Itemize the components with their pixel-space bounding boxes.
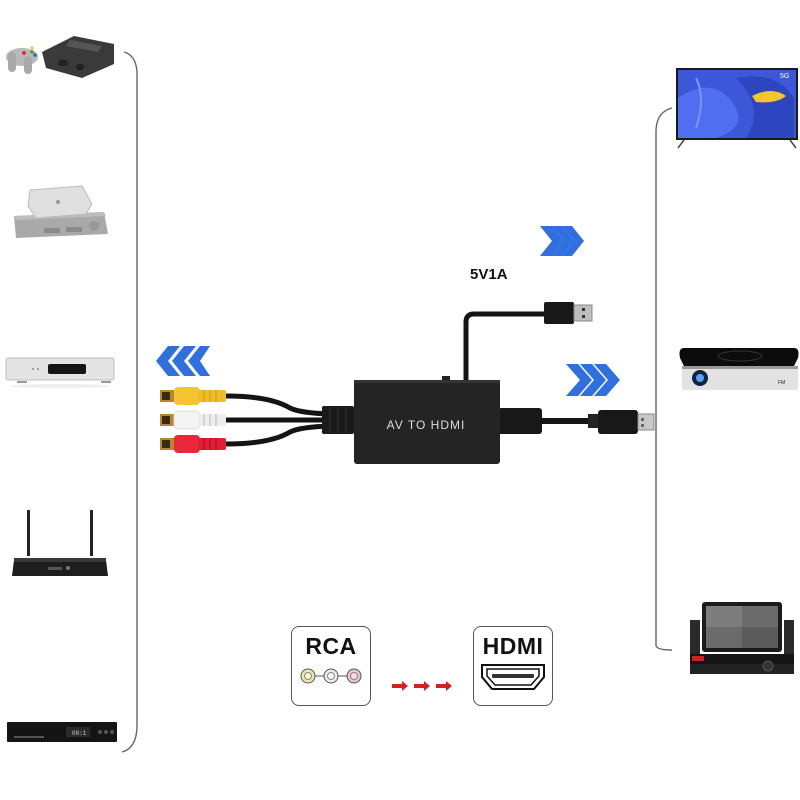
rca-plug-red	[160, 435, 226, 453]
svg-text:5G: 5G	[780, 73, 789, 80]
svg-text:FM: FM	[778, 380, 785, 386]
usb-plug-metal	[573, 304, 593, 322]
television-icon: 5G	[676, 68, 798, 149]
hdmi-plug-housing	[598, 410, 638, 434]
playstation-console-icon	[14, 185, 108, 238]
rca-plug-yellow	[160, 387, 226, 405]
usb-plug-housing	[544, 302, 574, 324]
wifi-set-top-box-icon	[12, 510, 108, 576]
chevron-right-icon	[566, 364, 620, 396]
rca-legend-box: RCA	[291, 626, 371, 706]
rca-cable-red	[225, 423, 331, 447]
rca-jacks-icon	[300, 668, 362, 684]
set-top-receiver-icon: 00:1	[7, 722, 117, 742]
hdmi-legend-box: HDMI	[473, 626, 553, 706]
rca-legend-title: RCA	[305, 633, 357, 659]
hdmi-strain-relief	[498, 408, 542, 434]
hdmi-plug-metal	[637, 413, 655, 431]
chevron-right-icon	[540, 226, 584, 256]
usb-cable	[463, 311, 546, 380]
hdmi-port-icon	[481, 664, 545, 690]
converter-box	[354, 380, 500, 464]
left-bracket	[121, 51, 138, 753]
chevron-left-icon	[156, 346, 210, 376]
dvr-monitor-icon	[690, 602, 794, 674]
n64-console-icon	[6, 36, 114, 78]
power-spec-label: 5V1A	[470, 266, 508, 283]
projector-icon: FM	[679, 348, 799, 390]
converter-label: AV TO HDMI	[386, 418, 466, 432]
rca-cable-yellow	[225, 393, 331, 417]
svg-text:00:1: 00:1	[72, 730, 87, 737]
right-bracket	[655, 107, 673, 651]
hdmi-legend-title: HDMI	[482, 633, 544, 659]
dvd-player-icon	[5, 357, 115, 388]
rca-plug-white	[160, 410, 226, 430]
conversion-arrows-icon	[392, 681, 452, 691]
